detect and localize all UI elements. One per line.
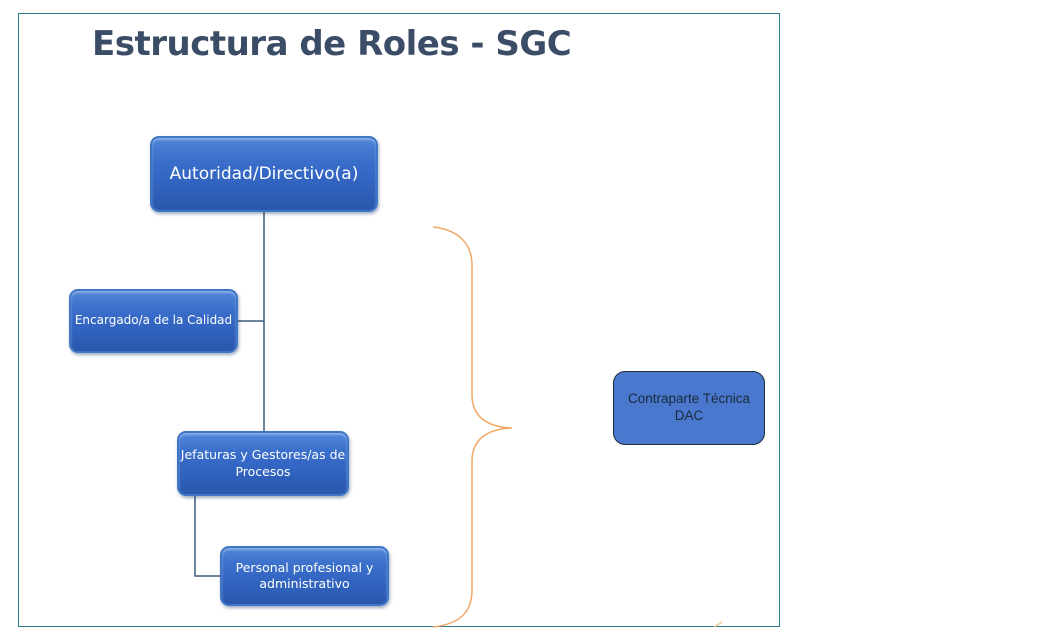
- node-label-line1: Contraparte Técnica: [627, 391, 751, 407]
- node-label-line2: administrativo: [259, 576, 350, 591]
- node-label-line2: Procesos: [235, 463, 291, 479]
- node-autoridad[interactable]: Autoridad/Directivo(a): [150, 136, 378, 212]
- node-jefaturas[interactable]: Jefaturas y Gestores/as de Procesos: [177, 431, 349, 496]
- slide-title: Estructura de Roles - SGC: [92, 24, 572, 64]
- node-label-line1: Personal profesional y: [235, 559, 374, 575]
- node-personal[interactable]: Personal profesional y administrativo: [220, 546, 389, 606]
- node-label-line1: Jefaturas y Gestores/as de: [180, 447, 346, 463]
- node-encargado-calidad[interactable]: Encargado/a de la Calidad: [69, 289, 238, 353]
- node-label-line2: DAC: [674, 408, 704, 423]
- node-label: Autoridad/Directivo(a): [169, 163, 359, 184]
- node-contraparte-dac[interactable]: Contraparte Técnica DAC: [613, 371, 765, 445]
- node-label: Encargado/a de la Calidad: [74, 313, 233, 328]
